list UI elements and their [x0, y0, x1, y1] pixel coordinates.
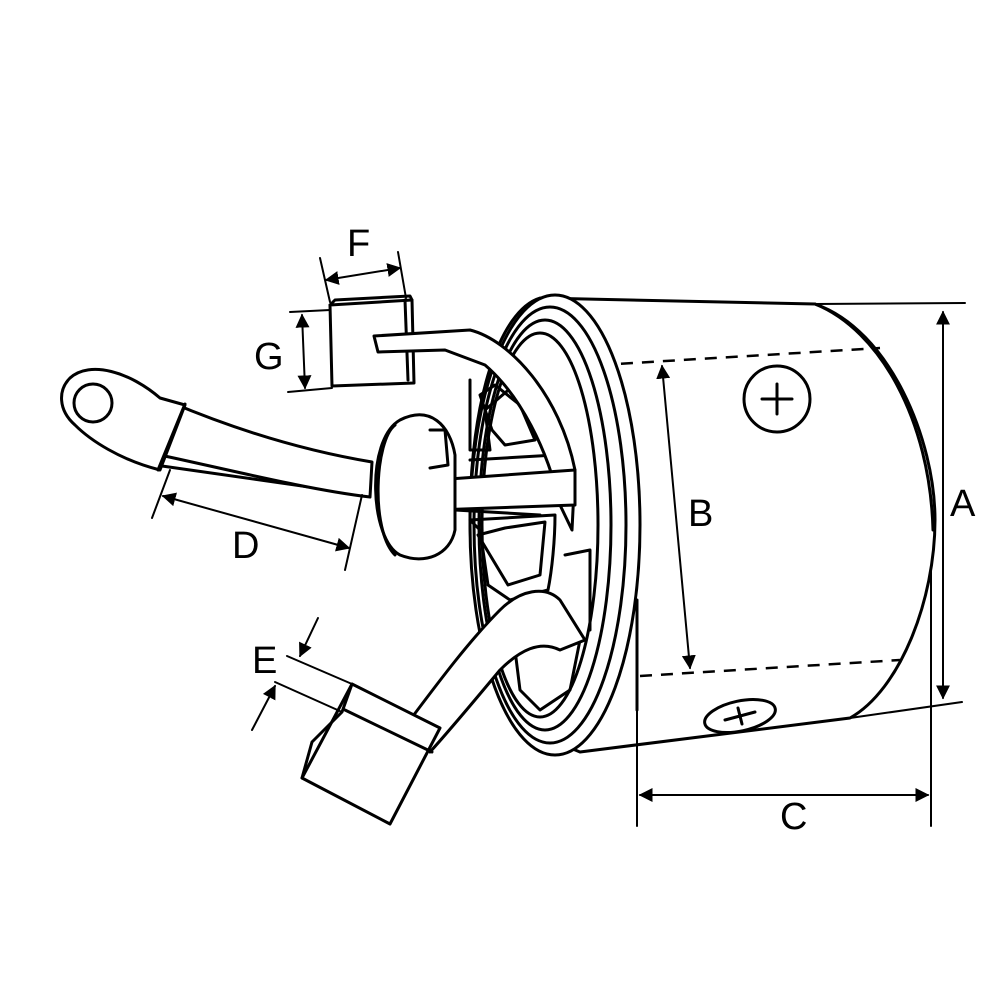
dimension-f	[319, 251, 407, 303]
label-b: B	[688, 493, 713, 535]
label-g: G	[254, 336, 284, 378]
label-c: C	[780, 796, 807, 838]
ring-terminal-cable	[60, 367, 374, 499]
dimension-d	[151, 469, 363, 571]
label-f: F	[347, 223, 370, 265]
top-terminal	[328, 294, 577, 532]
lower-screw	[703, 698, 777, 734]
label-d: D	[232, 525, 259, 567]
label-a: A	[950, 483, 976, 525]
dimension-a	[814, 302, 966, 719]
dimension-b	[656, 364, 696, 670]
dimension-g	[287, 309, 333, 393]
dimension-e	[251, 617, 353, 731]
grommet	[374, 413, 577, 561]
label-e: E	[252, 640, 277, 682]
upper-screw	[742, 364, 812, 434]
dimension-c	[636, 569, 932, 827]
lower-brush	[300, 589, 587, 826]
